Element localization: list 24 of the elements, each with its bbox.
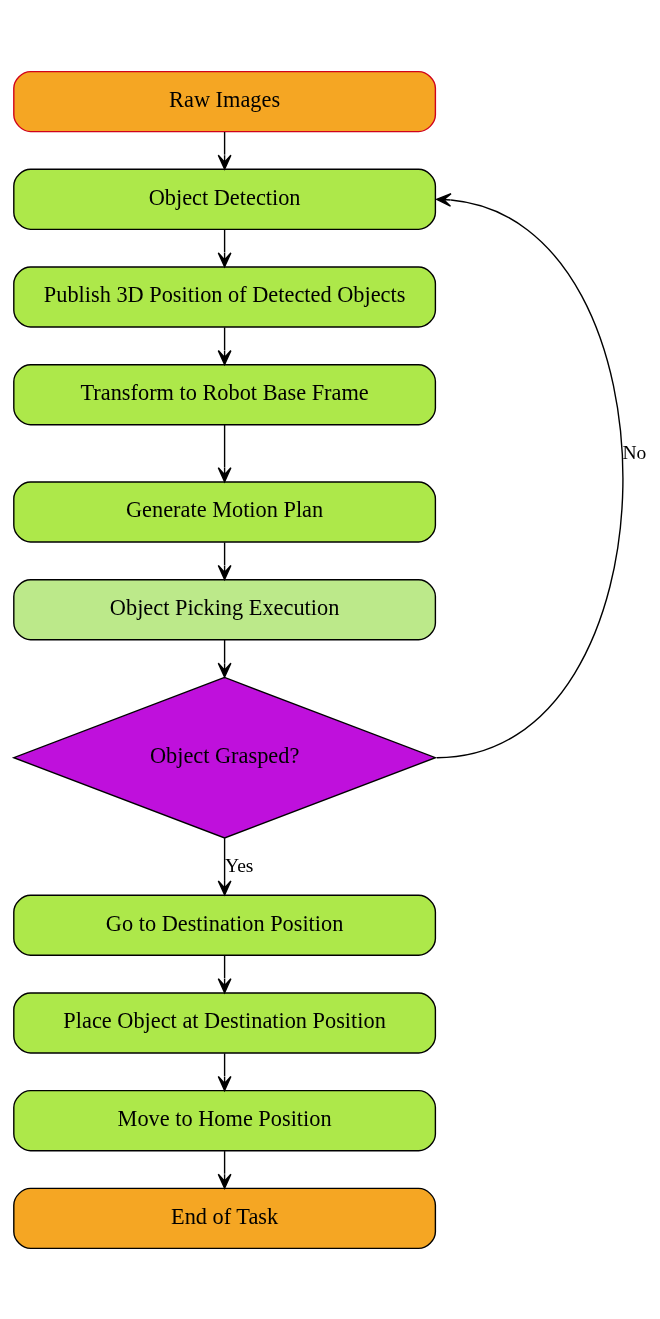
edge-label: No: [622, 441, 647, 463]
arrow: [217, 638, 232, 678]
arrow: [217, 836, 232, 896]
node-box: Place Object at Destination Position: [13, 991, 437, 1054]
arrow: [217, 1052, 232, 1091]
edge-label: Yes: [225, 854, 254, 876]
node-box: Object Detection: [13, 168, 437, 230]
arrow: [217, 228, 232, 268]
node-box: Transform to Robot Base Frame: [13, 363, 437, 425]
arrow: [217, 130, 232, 170]
node-box: Move to Home Position: [13, 1089, 437, 1151]
node-box: Raw Images: [13, 70, 437, 132]
arrow: [217, 541, 232, 580]
node-box: Object Picking Execution: [13, 578, 437, 640]
arrow: [217, 954, 232, 993]
node-box: Go to Destination Position: [13, 894, 437, 956]
node-box: Publish 3D Position of Detected Objects: [13, 265, 437, 328]
arrow: [217, 326, 232, 365]
node-box: End of Task: [13, 1187, 437, 1249]
arrow: [217, 423, 232, 482]
node-box: Generate Motion Plan: [13, 480, 437, 543]
arrow: [436, 192, 624, 758]
node-diamond: Object Grasped?: [11, 676, 438, 839]
arrow: [217, 1149, 232, 1189]
